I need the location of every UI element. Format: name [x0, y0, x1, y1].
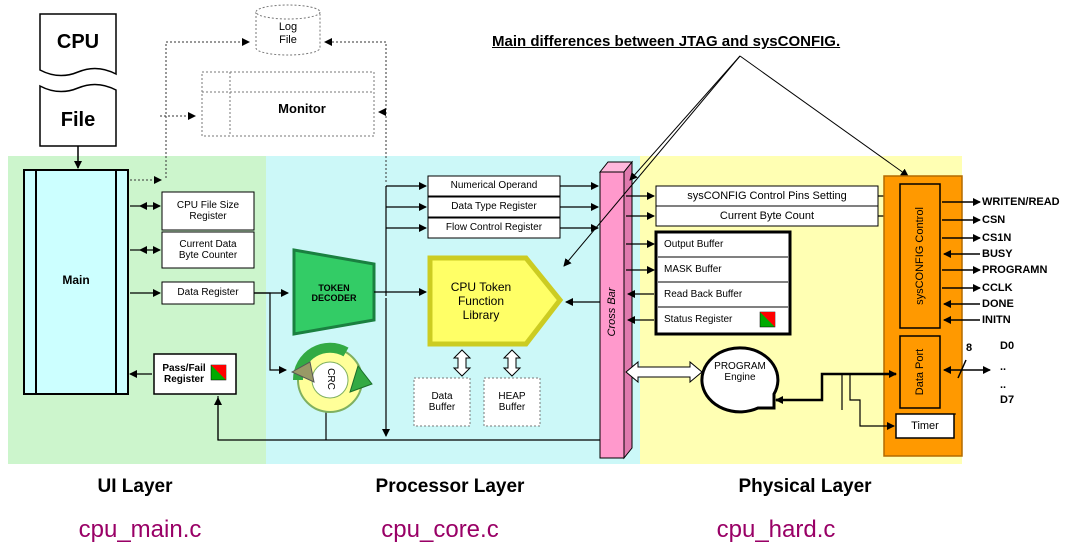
- physical-layer-file: cpu_hard.c: [716, 516, 836, 544]
- status-register-label: Status Register: [664, 314, 733, 326]
- file-document-label: File: [60, 108, 96, 131]
- signal-done: DONE: [982, 297, 1014, 310]
- ui-layer-title: UI Layer: [97, 476, 173, 498]
- sysconfig-control-label: sysCONFIG Control: [913, 207, 926, 305]
- cpu-document-label: CPU: [56, 30, 100, 53]
- monitor-label: Monitor: [278, 100, 326, 116]
- cpu-file-size-register: [161, 191, 255, 231]
- data-pin-d7: D7: [1000, 393, 1015, 406]
- sysconfig-control-inner: [899, 183, 941, 329]
- data-buffer-label: Data Buffer: [428, 390, 456, 414]
- timer-box: [895, 413, 955, 439]
- pass-fail-flag-icon: [210, 364, 227, 381]
- token-decoder-label: TOKEN DECODER: [311, 282, 357, 303]
- heap-buffer-label: HEAP Buffer: [498, 390, 526, 414]
- flow-control-register-label: Flow Control Register: [445, 222, 543, 234]
- signal-cclk: CCLK: [982, 281, 1013, 294]
- cross-bar: [599, 171, 625, 459]
- processor-layer-file: cpu_core.c: [381, 516, 499, 544]
- buffer-stack: [654, 230, 792, 336]
- cross-bar-label: Cross Bar: [605, 287, 618, 337]
- crc-label: CRC: [324, 368, 336, 390]
- token-library-label: CPU Token Function Library: [450, 280, 512, 322]
- processor-layer-title: Processor Layer: [375, 476, 525, 498]
- signal-csn: CSN: [982, 213, 1006, 226]
- token-library-shape: [427, 255, 564, 347]
- data-buffer-box: [413, 377, 471, 427]
- status-flag-icon: [759, 311, 776, 328]
- cpu-document-shape: [39, 13, 117, 77]
- data-pin-ellipsis-1: ..: [1000, 360, 1007, 373]
- current-data-byte-counter: [161, 231, 255, 269]
- data-port-inner: [899, 335, 941, 409]
- ui-layer-file: cpu_main.c: [78, 516, 202, 544]
- main-block-label: Main: [62, 273, 90, 288]
- current-byte-count-label: Current Byte Count: [719, 209, 815, 222]
- bus-width-label: 8: [965, 341, 973, 354]
- token-decoder-shape: [292, 248, 376, 336]
- program-engine-shape: [700, 346, 780, 414]
- monitor-box: [201, 71, 375, 137]
- signal-cs1n: CS1N: [982, 231, 1012, 244]
- output-buffer-label: Output Buffer: [664, 239, 724, 251]
- signal-writen-read: WRITEN/READ: [982, 195, 1060, 208]
- physical-layer-title: Physical Layer: [738, 476, 872, 498]
- crc-ring: [290, 342, 373, 413]
- timer-label: Timer: [911, 419, 939, 432]
- current-data-byte-counter-label: Current Data Byte Counter: [178, 238, 238, 262]
- mask-buffer-label: MASK Buffer: [664, 264, 722, 276]
- diagram-title: Main differences between JTAG and sysCON…: [492, 33, 841, 51]
- main-block: [23, 169, 129, 395]
- data-register-label: Data Register: [177, 287, 239, 299]
- signal-busy: BUSY: [982, 247, 1013, 260]
- pass-fail-register-label: Pass/Fail Register: [162, 362, 206, 386]
- program-engine-label: PROGRAM Engine: [714, 360, 766, 384]
- read-back-buffer-label: Read Back Buffer: [664, 289, 743, 301]
- data-pin-d0: D0: [1000, 339, 1015, 352]
- signal-programn: PROGRAMN: [982, 263, 1048, 276]
- cpu-file-size-register-label: CPU File Size Register: [176, 199, 240, 223]
- log-file-label: Log File: [278, 21, 298, 46]
- data-pin-ellipsis-2: ..: [1000, 378, 1007, 391]
- library-buffer-arrows: [452, 349, 522, 377]
- numerical-operand-label: Numerical Operand: [450, 180, 538, 192]
- heap-buffer-box: [483, 377, 541, 427]
- signal-initn: INITN: [982, 313, 1011, 326]
- control-pins-setting-label: sysCONFIG Control Pins Setting: [687, 189, 847, 202]
- file-document-shape: [39, 83, 117, 147]
- data-port-label: Data Port: [913, 348, 926, 396]
- data-type-register-label: Data Type Register: [451, 201, 537, 213]
- log-file-cylinder: [255, 4, 321, 56]
